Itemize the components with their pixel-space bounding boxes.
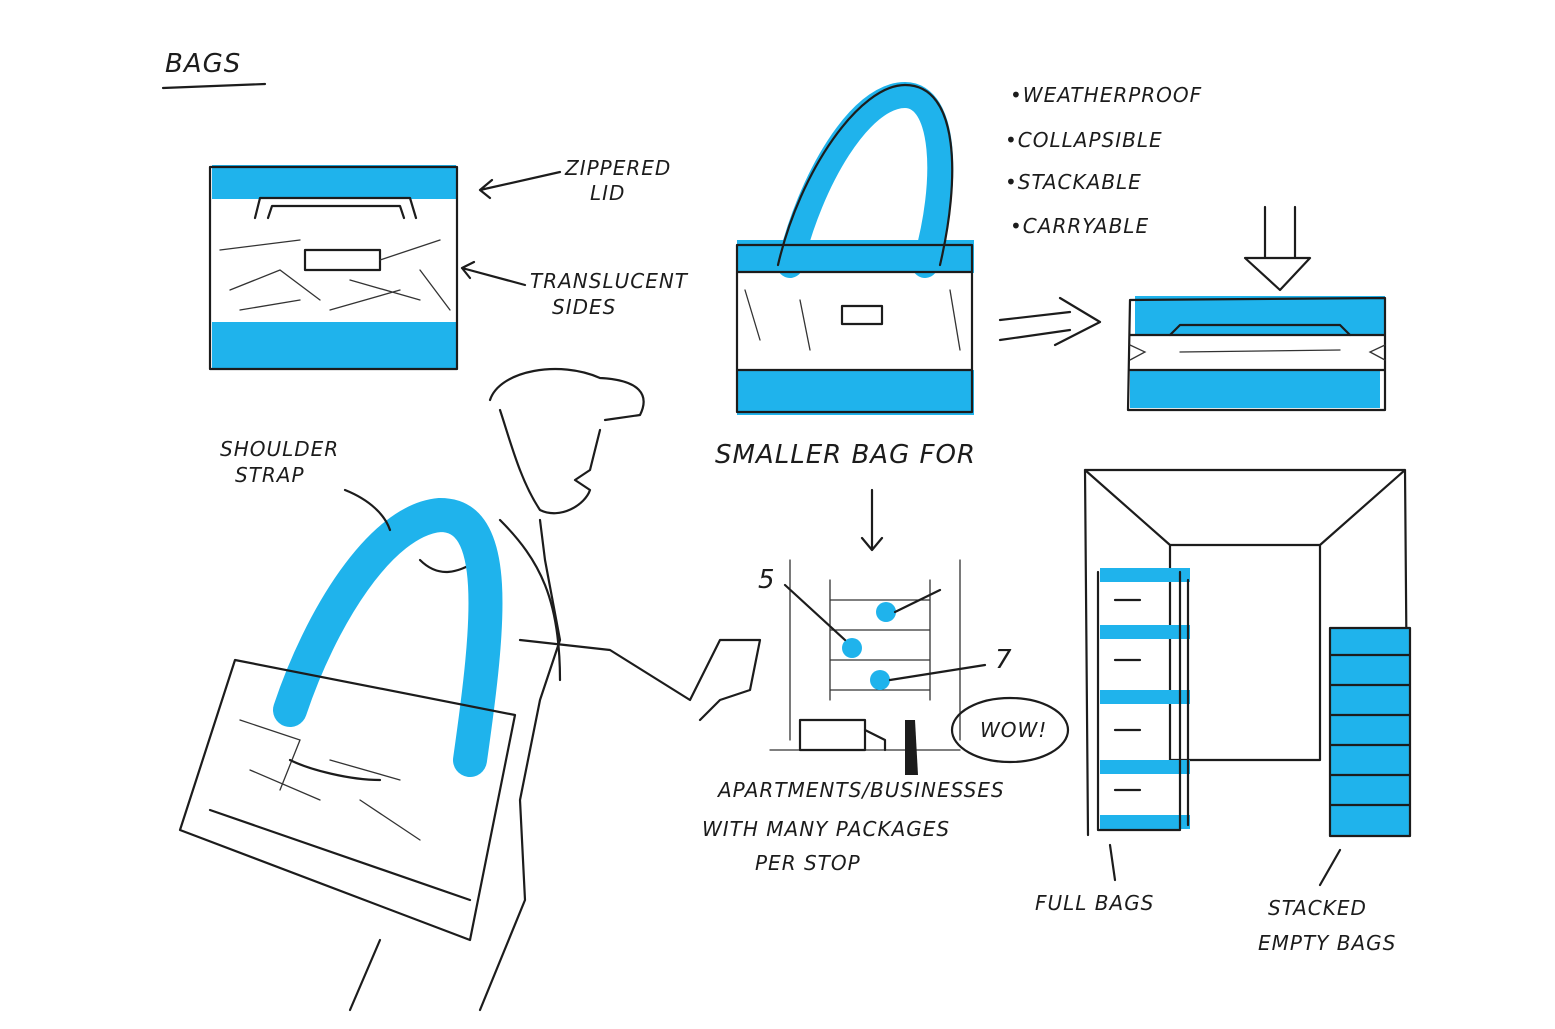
label-sides: SIDES — [552, 295, 616, 319]
collapse-arrow — [998, 296, 1102, 347]
label-per-stop: PER STOP — [755, 851, 861, 875]
translucent-arrow — [460, 260, 527, 287]
label-strap: STRAP — [235, 463, 305, 487]
shoulder-bag — [178, 498, 517, 942]
label-number-7: 7 — [995, 645, 1013, 675]
label-many-packages: WITH MANY PACKAGES — [702, 817, 950, 841]
label-wow: WOW! — [980, 718, 1047, 742]
label-full-bags: FULL BAGS — [1035, 891, 1154, 915]
shoulder-arrow — [343, 488, 392, 532]
tote-bag — [735, 82, 974, 415]
feature-carryable: •CARRYABLE — [1010, 214, 1149, 238]
zippered-arrow — [478, 170, 562, 200]
apartment-scene — [769, 559, 1070, 775]
down-arrow — [860, 488, 884, 552]
collapsed-bag — [1126, 296, 1387, 412]
zippered-box-bag — [208, 165, 459, 371]
courier-figure — [308, 367, 762, 1012]
label-stacked: STACKED — [1268, 896, 1367, 920]
van-interior — [1083, 468, 1412, 887]
label-empty-bags: EMPTY BAGS — [1258, 931, 1396, 955]
feature-weatherproof: •WEATHERPROOF — [1010, 83, 1202, 107]
title-underline — [161, 82, 267, 90]
label-zippered: ZIPPERED — [564, 156, 671, 180]
press-down-arrow — [1243, 205, 1312, 292]
label-shoulder: SHOULDER — [220, 437, 339, 461]
sketch-title: BAGS — [165, 49, 241, 79]
label-apartments: APARTMENTS/BUSINESSES — [716, 778, 1005, 802]
label-translucent: TRANSLUCENT — [530, 269, 689, 293]
label-smaller-bag: SMALLER BAG FOR — [715, 440, 976, 470]
feature-collapsible: •COLLAPSIBLE — [1005, 128, 1163, 152]
label-number-5: 5 — [758, 565, 776, 595]
label-lid: LID — [590, 181, 625, 205]
feature-stackable: •STACKABLE — [1005, 170, 1142, 194]
